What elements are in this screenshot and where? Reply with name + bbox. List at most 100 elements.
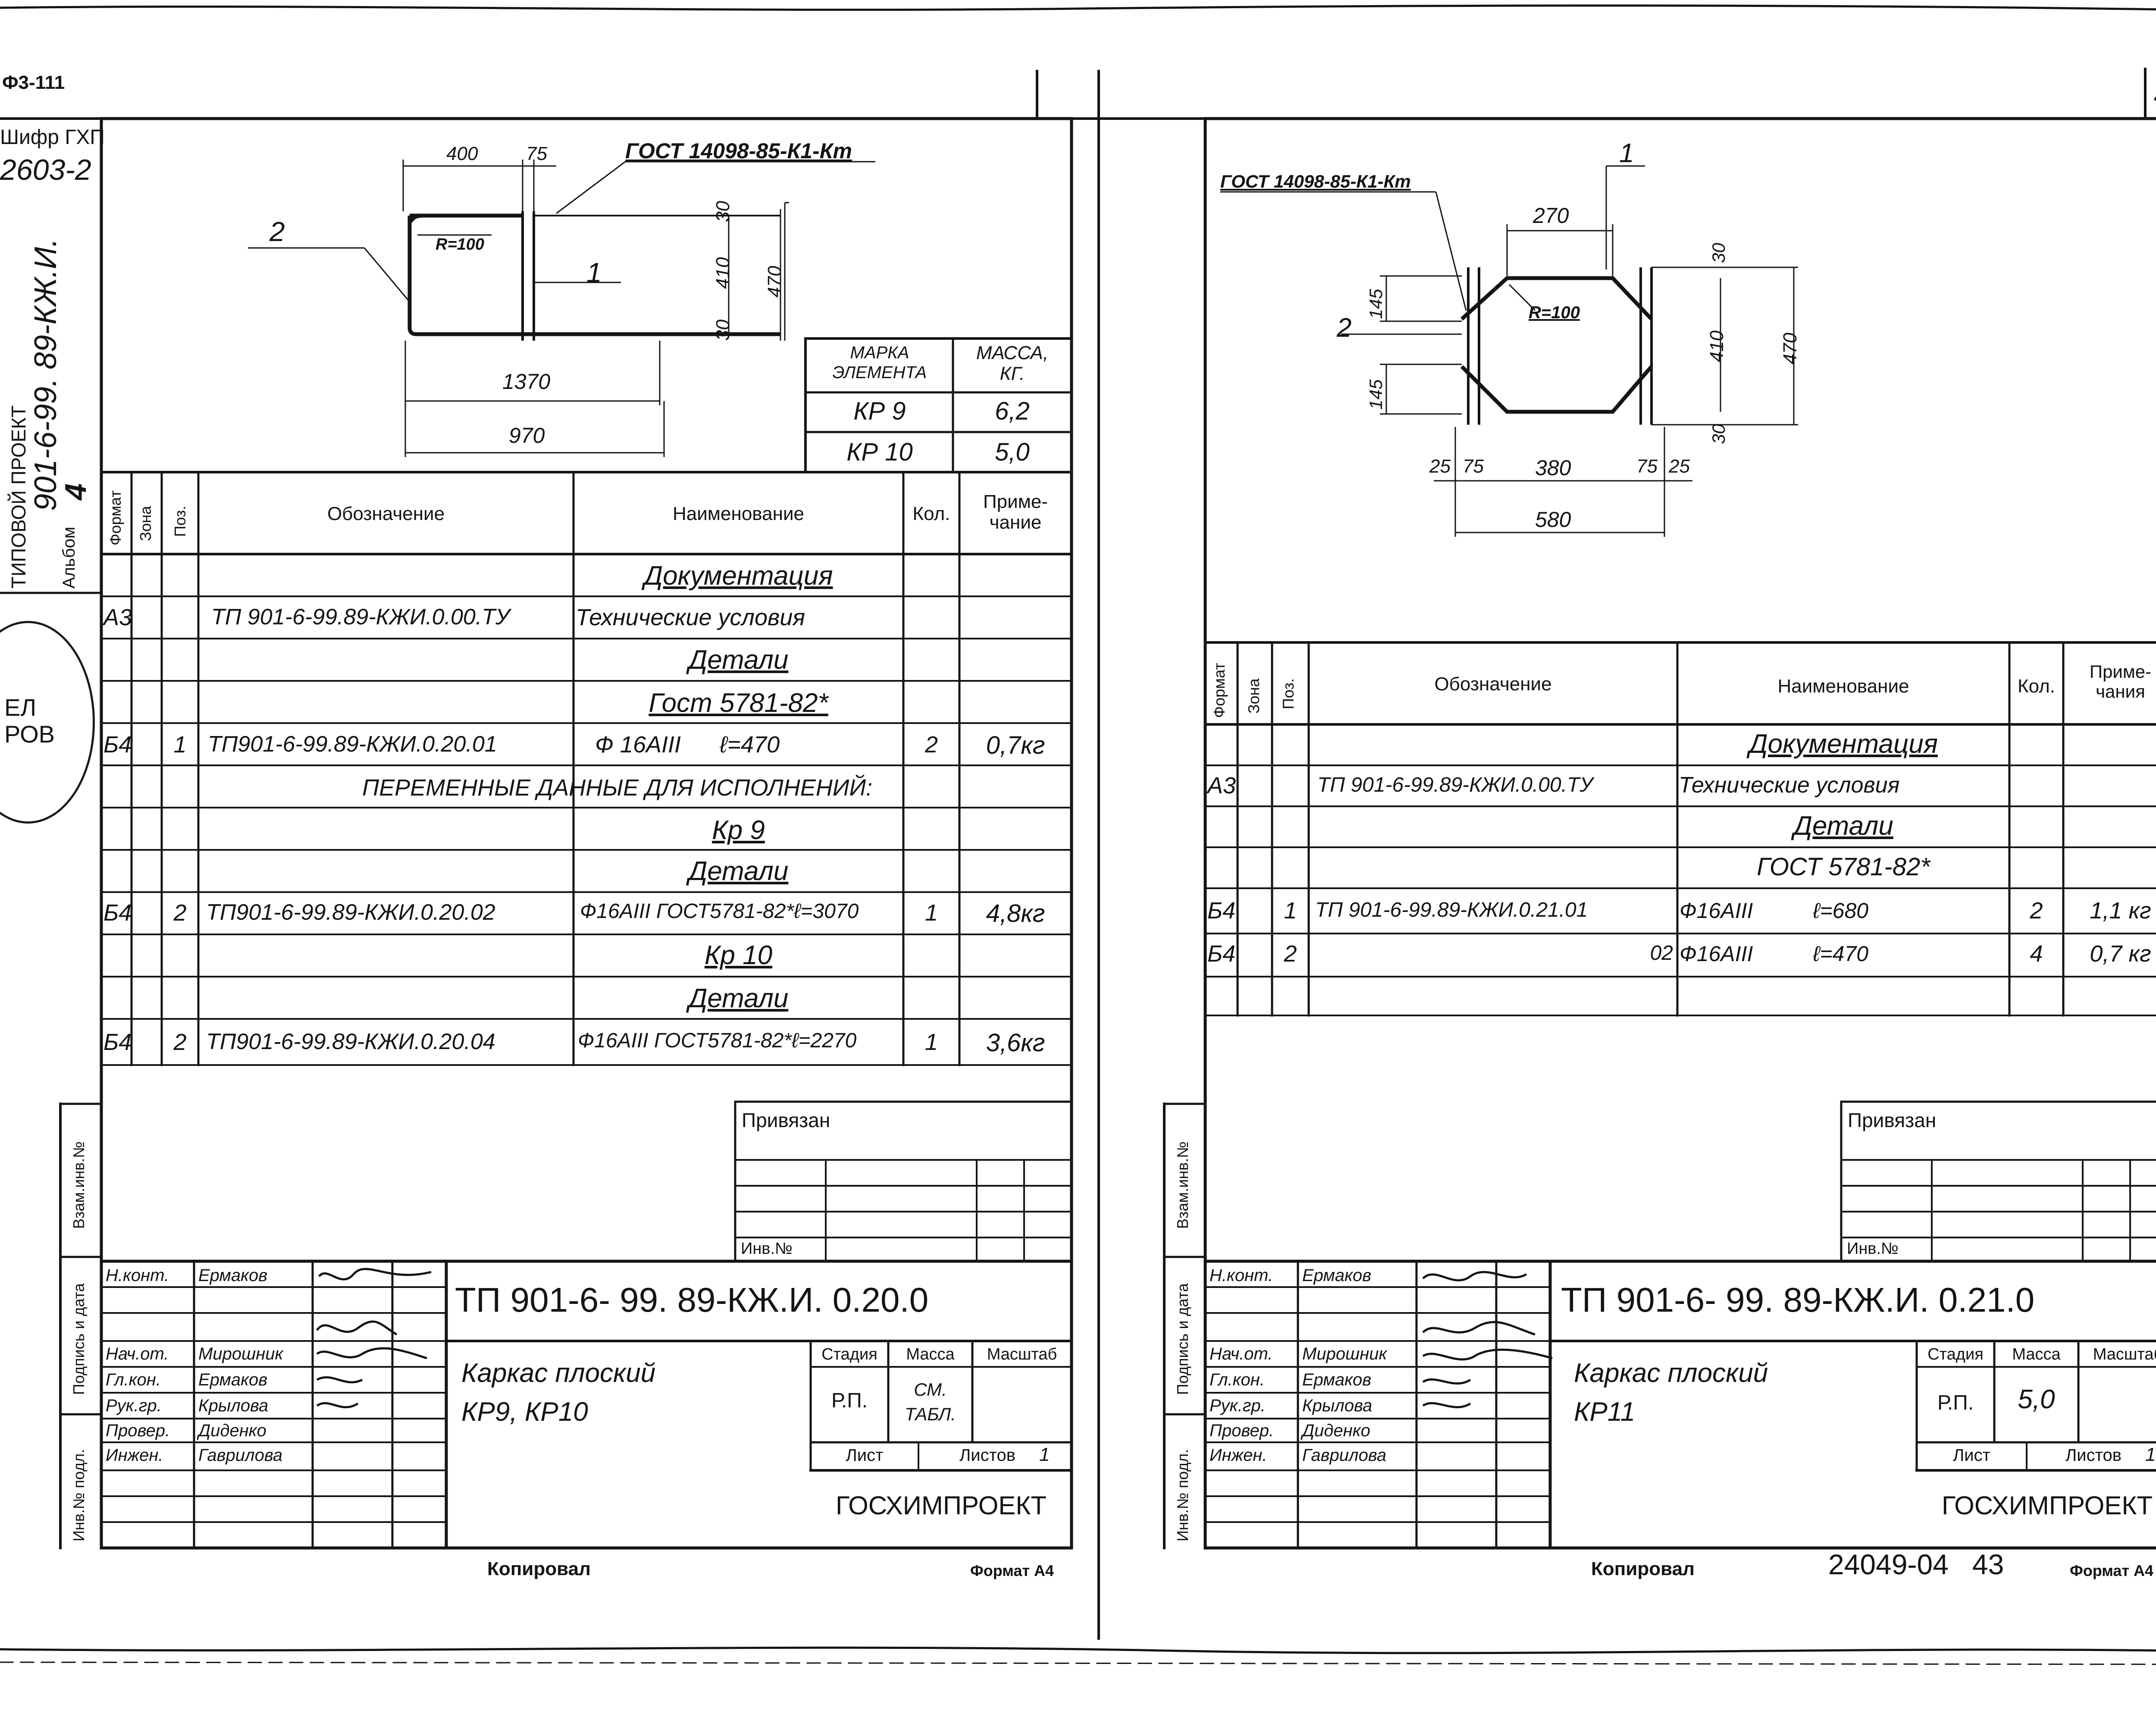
staff-name: Гаврилова [1302,1446,1387,1465]
callout-1: 1 [1619,138,1634,168]
spec-name: Технические условия [1679,773,1900,798]
spec-name: Кр 9 [712,815,765,845]
staff-role: Н.конт. [106,1266,169,1285]
staff-name: Мирошник [198,1344,283,1363]
dim-145-bottom: 145 [1366,379,1386,410]
dim-30-top: 30 [712,201,733,222]
spec-variable-data: ПЕРЕМЕННЫЕ ДАННЫЕ ДЛЯ ИСПОЛНЕНИЙ: [362,775,873,801]
mass-row-value: 6,2 [995,397,1030,425]
spec-name: Детали [1793,811,1893,841]
podpis-label: Подпись и дата [70,1283,88,1395]
album-label: Альбом [60,526,78,589]
spec-note: 4,8кг [986,899,1045,927]
org-name: ГОСХИМПРОЕКТ [836,1491,1047,1520]
staff-role: Инжен. [106,1446,163,1465]
mass-table-header-mass: МАССА, КГ. [976,342,1049,385]
spec-designation: 02 [1650,942,1673,965]
staff-name: Мирошник [1302,1344,1387,1363]
spec-name: Ф16АIII ГОСТ5781-82*ℓ=3070 [580,900,859,923]
col-qty: Кол. [912,503,950,524]
dim-30-bottom: 30 [1708,424,1729,444]
staff-role: Рук.гр. [106,1396,162,1415]
spec-note: 1,1 кг [2090,898,2151,924]
right-radius-label: R=100 [1529,303,1580,322]
col-designation: Обозначение [1434,674,1552,695]
staff-role: Инжен. [1210,1446,1267,1465]
tied-label: Привязан [1848,1109,1937,1131]
spec-name: Документация [644,561,833,591]
sheet-label: Лист [846,1446,884,1465]
col-pos: Поз. [1279,678,1297,709]
staff-role: Нач.от. [106,1344,169,1363]
callout-1: 1 [586,257,602,288]
spec-name: Детали [688,984,789,1013]
mass-row-mark: КР 10 [846,438,913,466]
col-qty: Кол. [2017,676,2056,697]
form-code: Ф3-111 [2,72,65,93]
dim-470: 470 [1780,332,1801,364]
spec-format: А3 [103,605,132,630]
dim-75-right: 75 [1636,456,1658,477]
staff-role: Гл.кон. [106,1370,161,1389]
stage-label: Стадия [821,1345,877,1363]
stage-value: Р.П. [831,1389,868,1412]
col-note: Приме- чания [2089,661,2152,702]
col-zone: Зона [1245,678,1263,714]
col-note: Приме- чание [983,491,1048,533]
page-number: 42 [2154,75,2156,112]
album-number: 4 [59,483,92,500]
staff-role: Провер. [106,1421,170,1440]
spec-qty: 1 [924,900,938,926]
dim-1370: 1370 [502,370,551,394]
spec-qty: 2 [924,732,938,758]
vzam-label: Взам.инв.№ [1174,1141,1191,1229]
cipher-label: Шифр ГХП [0,126,105,149]
dim-75: 75 [526,143,547,164]
spec-designation: ТП901-6-99.89-КЖИ.0.20.01 [208,732,497,757]
stamp-text: ЕЛ РОВ [4,694,55,748]
doc-title: Каркас плоский КР9, КР10 [461,1358,656,1427]
dim-580: 580 [1535,508,1571,532]
stage-label: Стадия [1927,1345,1984,1363]
staff-name: Крылова [198,1396,269,1415]
spec-format: А3 [1207,773,1236,799]
dim-400: 400 [446,143,478,164]
mass-value: СМ. ТАБЛ. [905,1379,956,1424]
vzam-label: Взам.инв.№ [70,1141,88,1229]
staff-role: Провер. [1210,1421,1274,1440]
spec-name: Детали [688,645,789,675]
inv-podl-label: Инв.№ подл. [70,1449,88,1541]
sheet-label: Лист [1953,1446,1990,1465]
spec-pos: 2 [173,1029,187,1055]
spec-pos: 2 [1284,941,1297,967]
mass-label: Масса [906,1345,955,1363]
spec-pos: 2 [173,900,187,926]
spec-name: Документация [1749,729,1938,759]
spec-name: Ф16АIII ℓ=470 [1680,942,1869,966]
sheets-label: Листов [959,1446,1015,1465]
spec-qty: 4 [2030,941,2043,967]
scale-label: Масштаб [2093,1345,2156,1363]
spec-pos: 1 [173,732,187,758]
spec-format: Б4 [1207,941,1236,967]
mass-table-header-mark: МАРКА ЭЛЕМЕНТА [832,343,927,382]
left-gost-label: ГОСТ 14098-85-К1-Кт [625,139,852,163]
mass-value: 5,0 [2018,1385,2055,1414]
col-designation: Обозначение [327,503,445,524]
format-label: Формат А4 [970,1562,1054,1579]
spec-designation: ТП901-6-99.89-КЖИ.0.20.04 [206,1029,495,1054]
col-format: Формат [1210,663,1228,718]
spec-designation: ТП 901-6-99.89-КЖИ.0.00.ТУ [1317,774,1593,796]
sheets-value: 1 [2145,1444,2156,1465]
staff-role: Рук.гр. [1210,1396,1266,1415]
dim-25-right: 25 [1669,456,1690,477]
col-name: Наименование [1777,676,1909,697]
staff-name: Гаврилова [198,1446,283,1465]
right-gost-label: ГОСТ 14098-85-К1-Кт [1220,171,1411,191]
inv-label: Инв.№ [741,1240,793,1258]
callout-2: 2 [1337,313,1352,343]
spec-format: Б4 [1207,898,1236,924]
tied-label: Привязан [742,1109,830,1131]
dim-30-top: 30 [1708,243,1729,263]
spec-note: 0,7кг [986,731,1045,759]
